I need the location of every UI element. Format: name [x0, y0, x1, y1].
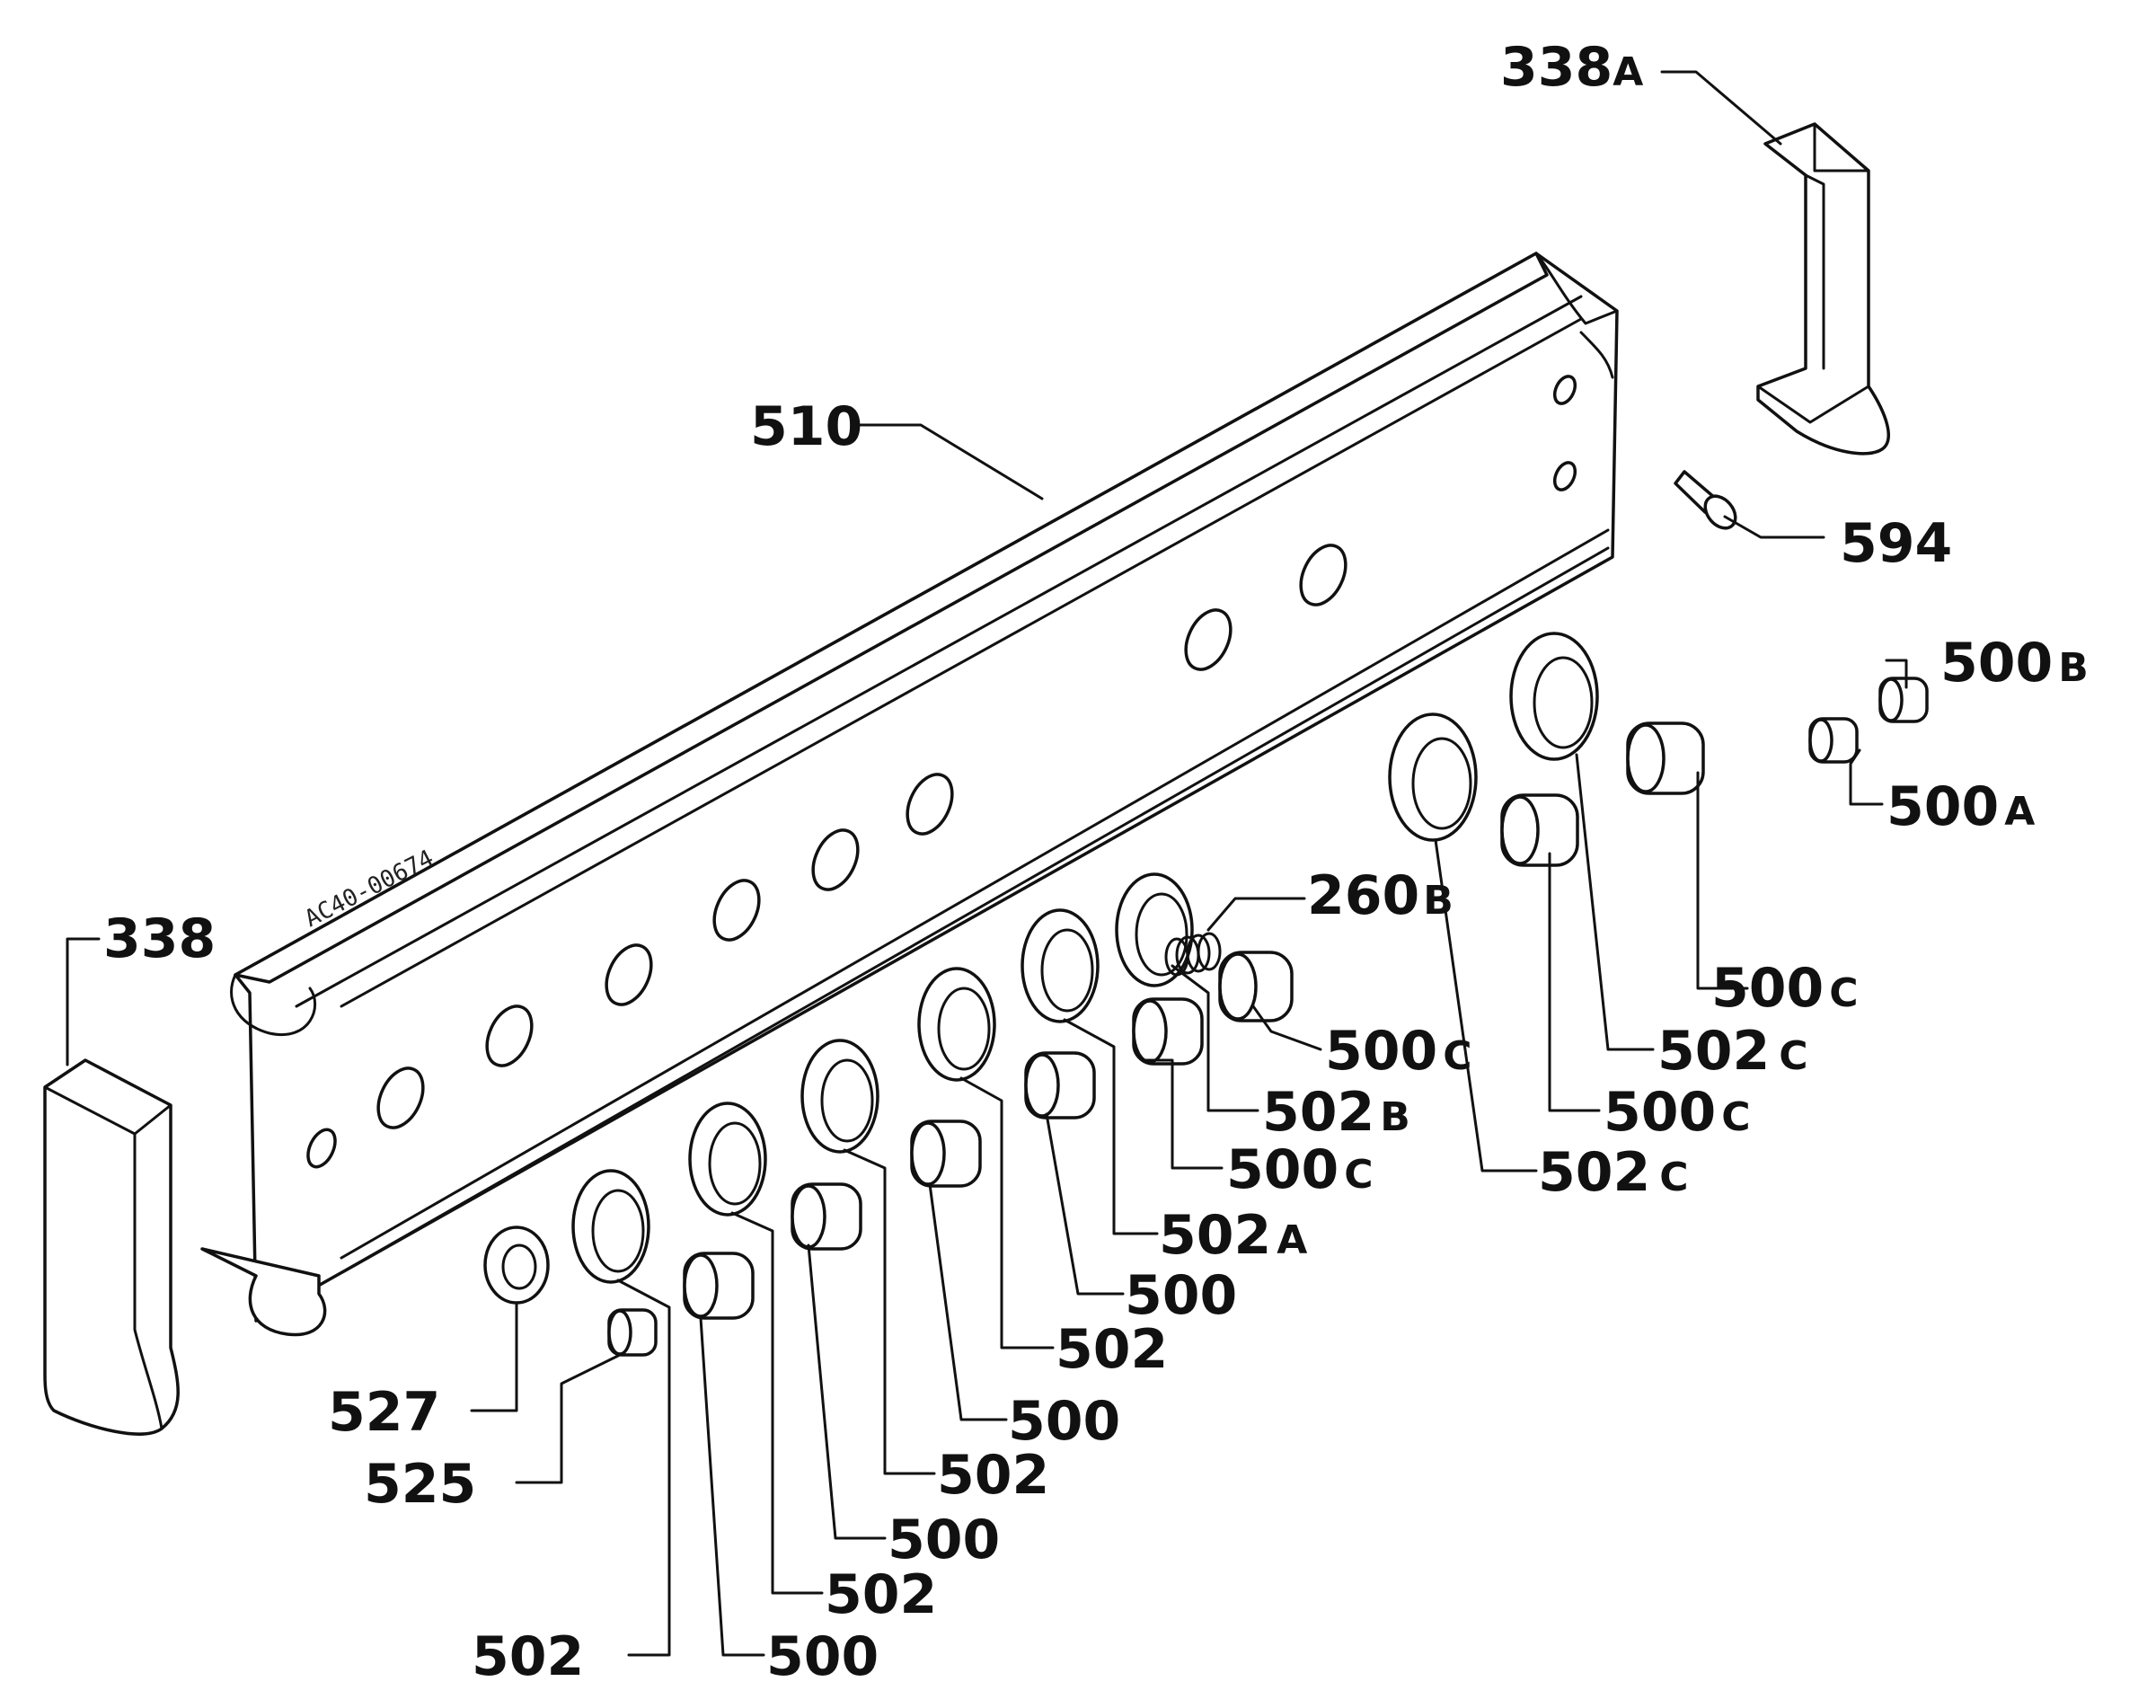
knobs [483, 677, 1929, 1357]
label-502-3: 502 [825, 1563, 937, 1626]
screw-594 [1674, 470, 1737, 530]
label-500-4: 500 [766, 1625, 879, 1688]
ring-502a [1021, 908, 1100, 1023]
label-500-3: 500 [888, 1509, 1000, 1571]
knob-500c-4 [1626, 721, 1705, 795]
label-500-2: 500 [1008, 1390, 1120, 1453]
label-527: 527 [328, 1381, 440, 1444]
knob-500a [1808, 717, 1859, 764]
washer-527 [483, 1226, 550, 1305]
spring-260b [1164, 932, 1222, 977]
label-510: 510 [750, 395, 862, 458]
knob-500c-1 [1132, 997, 1204, 1066]
knob-500c-3 [1500, 793, 1579, 867]
ring-502-4 [917, 967, 996, 1082]
knob-500c-2 [1218, 951, 1294, 1022]
knob-525 [607, 1308, 658, 1357]
knob-500-3 [910, 1119, 982, 1188]
label-260b: 260B [1307, 864, 1454, 927]
rings [571, 632, 1599, 1284]
ring-502b [1115, 872, 1194, 987]
end-cap-338 [43, 1058, 180, 1436]
label-500-1: 500 [1125, 1264, 1237, 1327]
ring-502-1 [571, 1169, 650, 1284]
ring-502c-2 [1509, 632, 1599, 761]
knob-500b [1878, 677, 1929, 723]
label-594: 594 [1840, 512, 1952, 575]
ring-502c-1 [1388, 712, 1478, 842]
label-502-4: 502 [472, 1625, 584, 1688]
ring-502-3 [800, 1039, 879, 1154]
label-502-1: 502 [1056, 1318, 1168, 1381]
knob-500-2 [791, 1182, 862, 1251]
label-525: 525 [364, 1453, 476, 1516]
rail-510: AC40-00674 [200, 252, 1619, 1337]
label-338a: 338A [1500, 36, 1643, 99]
label-338: 338 [103, 907, 216, 970]
knob-500-4 [1024, 1051, 1096, 1119]
knob-500-1 [683, 1252, 755, 1320]
leader-lines [66, 70, 1908, 1657]
end-cap-338a [1756, 122, 1890, 456]
label-502-2: 502 [937, 1444, 1049, 1507]
ring-502-2 [688, 1102, 767, 1217]
